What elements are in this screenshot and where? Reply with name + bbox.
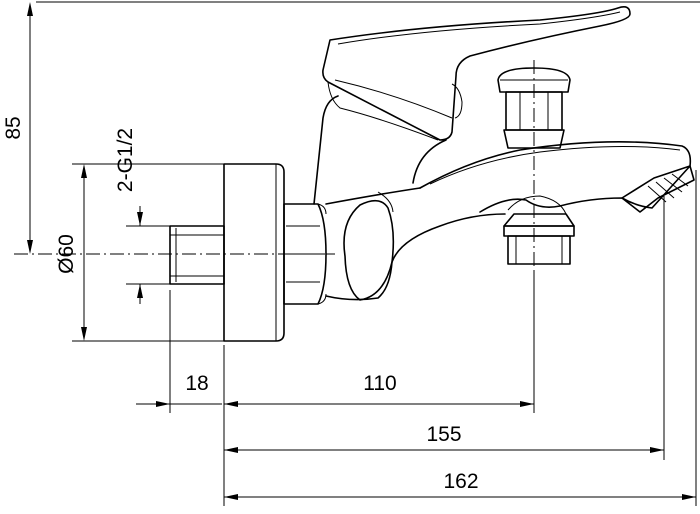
height-label: 85	[2, 116, 25, 139]
inlet-thread-pipe	[169, 225, 225, 285]
thread-spec-label: 2-G1/2	[114, 128, 137, 192]
wall-flange	[223, 163, 285, 342]
spout-outlet-distance-label: 110	[363, 372, 396, 395]
extension-lines	[36, 1, 700, 506]
dimension-162: 162	[224, 470, 696, 500]
spout-tip-distance-label: 155	[426, 423, 461, 446]
dimension-155: 155	[224, 423, 664, 453]
dimension-18: 18	[136, 372, 238, 407]
lever-handle	[322, 6, 631, 141]
faucet-outline	[169, 6, 695, 342]
flange-diameter-label: Ø60	[55, 234, 78, 274]
thread-length-label: 18	[185, 372, 208, 395]
faucet-body	[313, 95, 506, 301]
spout-outlet	[503, 213, 575, 265]
dimension-110: 110	[224, 372, 534, 407]
center-lines	[14, 60, 535, 270]
dimension-height: 85	[2, 2, 33, 254]
spout	[419, 141, 695, 215]
dimension-thread: 2-G1/2	[114, 128, 143, 304]
overall-length-label: 162	[443, 470, 478, 493]
dimension-flange-diameter: Ø60	[55, 164, 87, 341]
